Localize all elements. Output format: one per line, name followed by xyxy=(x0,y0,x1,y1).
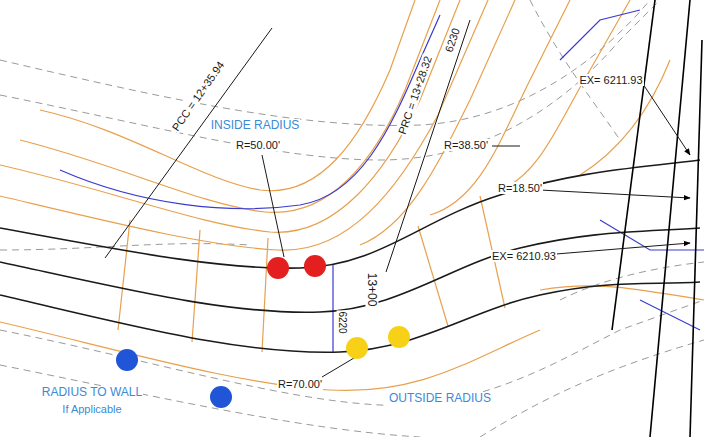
leader-lines xyxy=(262,84,690,377)
radius-dots xyxy=(116,255,410,408)
contour-label: 6230 xyxy=(442,26,462,55)
callout-text: If Applicable xyxy=(61,403,122,415)
radius-label: R=38.50' xyxy=(443,139,489,151)
callout-text: INSIDE RADIUS xyxy=(210,119,301,132)
radius-label: R=50.00' xyxy=(235,139,281,151)
radius-label: R=18.50' xyxy=(497,182,543,194)
callout-text: RADIUS TO WALL xyxy=(41,386,143,399)
radius-label: R=70.00' xyxy=(277,378,323,390)
contour-label: 6220 xyxy=(337,310,348,334)
proposed-contours xyxy=(0,0,704,390)
station-label: 13+00 xyxy=(365,272,378,308)
elevation-label: EX= 6210.93 xyxy=(491,250,557,262)
callout-text: OUTSIDE RADIUS xyxy=(388,392,492,405)
station-lines xyxy=(105,20,470,272)
elevation-label: EX= 6211.93 xyxy=(578,74,643,86)
existing-road-edge xyxy=(612,0,702,437)
road-alignment xyxy=(0,160,700,352)
